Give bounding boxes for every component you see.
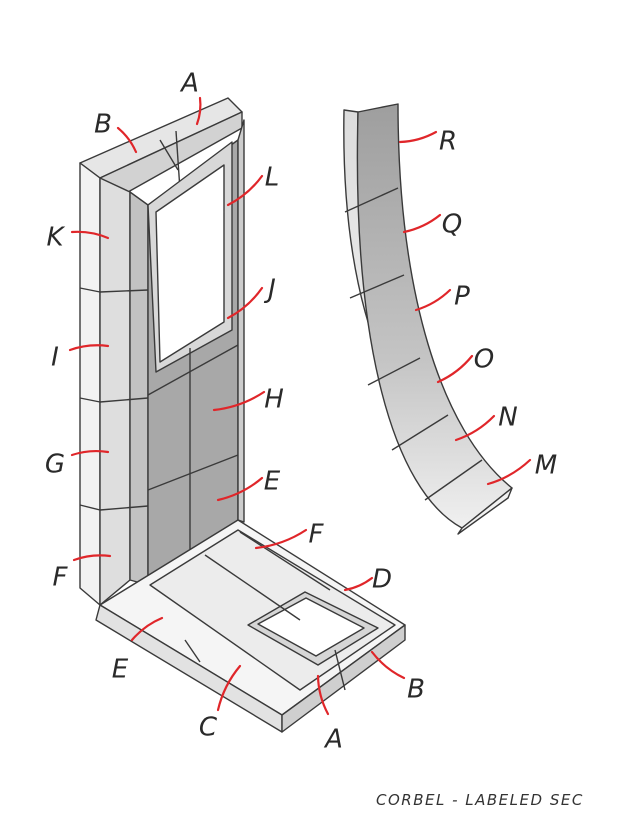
floor-joint [204, 554, 301, 621]
floor-joint [184, 639, 201, 663]
leader-line-m [486, 458, 532, 486]
arc-joint [367, 357, 421, 386]
part-label-j: J [263, 275, 276, 305]
part-label-e-base: E [112, 655, 129, 685]
top-cap-joint [159, 139, 179, 171]
leader-lines [68, 96, 532, 716]
arc-joint [349, 274, 405, 299]
left-pillar-front-face [99, 177, 131, 606]
pillar-joint [79, 287, 101, 293]
pillar-joint [79, 504, 101, 511]
part-label-a-top: A [179, 69, 199, 99]
part-label-n: N [498, 403, 517, 433]
part-label-b-top: B [94, 110, 112, 140]
leader-line-f-floor [254, 528, 308, 550]
leader-line-f-side [72, 554, 112, 562]
wall-joint [147, 344, 239, 396]
part-label-b-base: B [407, 675, 425, 705]
part-label-h: H [264, 385, 284, 415]
floor-opening [257, 597, 365, 657]
part-label-l: L [265, 163, 280, 193]
part-label-m: M [535, 451, 557, 481]
leader-line-b-top [116, 126, 138, 154]
left-assembly [79, 97, 406, 733]
part-label-f-floor: F [309, 520, 325, 550]
arc-front-face [356, 103, 513, 529]
leader-line-l [226, 174, 264, 207]
part-label-f-side: F [53, 563, 69, 593]
leader-line-b-base [370, 650, 406, 680]
base-right-face [281, 624, 406, 733]
window-opening [155, 164, 225, 363]
wall-joint [147, 454, 239, 491]
part-label-c: C [199, 713, 218, 743]
part-label-q: Q [442, 210, 462, 240]
arc-end-face [457, 487, 513, 535]
part-label-d: D [372, 565, 392, 595]
part-label-o: O [474, 345, 494, 375]
leader-line-j [226, 286, 264, 320]
pillar-joint [99, 289, 149, 293]
part-label-p: P [454, 282, 470, 312]
part-label-g: G [45, 450, 65, 480]
pillar-joint [99, 397, 149, 403]
leader-line-g [70, 450, 110, 457]
caption: CORBEL - LABELED SEC [376, 791, 584, 809]
arc-joint [424, 459, 483, 501]
leader-line-r [398, 130, 438, 144]
leader-line-p [414, 288, 452, 312]
leader-line-d [343, 576, 374, 592]
top-cap-joint [175, 130, 181, 191]
part-label-r: R [439, 127, 457, 157]
part-label-i: I [51, 343, 59, 373]
back-wall-rim [237, 119, 245, 523]
leader-line-o [436, 354, 474, 384]
floor-joint [239, 531, 331, 591]
leader-line-q [402, 213, 442, 234]
floor-joint [334, 649, 346, 691]
leader-line-i [68, 344, 110, 352]
part-label-e-wall: E [264, 467, 281, 497]
pillar-joint [79, 397, 101, 403]
left-pillar-outer-face [79, 162, 101, 606]
leader-line-n [454, 414, 496, 442]
left-pillar-inner-face [129, 191, 149, 586]
arc-joint [344, 187, 399, 213]
leader-line-c [216, 664, 242, 712]
part-label-a-base: A [323, 725, 343, 755]
corbel-arc [343, 103, 513, 535]
part-label-k: K [46, 223, 65, 253]
leader-line-e-base [130, 616, 164, 642]
arc-joint [391, 414, 449, 451]
pillar-joint [99, 505, 149, 511]
leader-line-a-top [195, 96, 202, 126]
leader-line-k [70, 230, 110, 240]
leader-line-a-base [316, 674, 330, 716]
leader-line-e-wall [216, 476, 264, 502]
leader-line-h [212, 390, 266, 412]
